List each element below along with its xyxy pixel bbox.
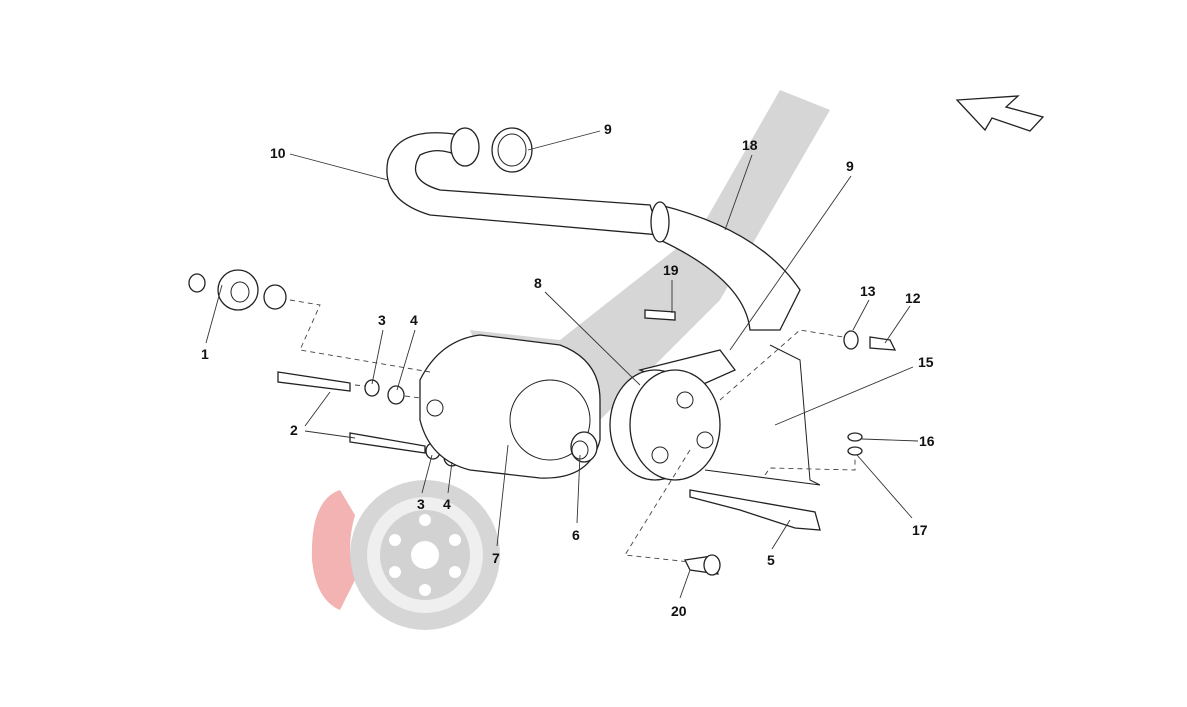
hose-10 <box>386 127 801 331</box>
arrow-icon <box>955 95 1045 132</box>
alternator-7 <box>419 334 601 479</box>
callout-15: 15 <box>918 354 934 370</box>
callout-labels: 1 2 3 4 3 4 5 6 7 8 9 9 10 12 13 15 16 1… <box>201 121 935 619</box>
callout-5: 5 <box>767 552 775 568</box>
callout-6: 6 <box>572 527 580 543</box>
pulley-1 <box>188 269 287 311</box>
callout-13: 13 <box>860 283 876 299</box>
callout-3-bottom: 3 <box>417 496 425 512</box>
callout-12: 12 <box>905 290 921 306</box>
callout-17: 17 <box>912 522 928 538</box>
callout-20: 20 <box>671 603 687 619</box>
callout-4-top: 4 <box>410 312 418 328</box>
oil-cooler-8 <box>609 349 737 481</box>
callout-9-top: 9 <box>604 121 612 137</box>
callout-9-right: 9 <box>846 158 854 174</box>
callout-18: 18 <box>742 137 758 153</box>
leader-lines <box>205 130 919 599</box>
callout-16: 16 <box>919 433 935 449</box>
callout-3-top: 3 <box>378 312 386 328</box>
callout-2: 2 <box>290 422 298 438</box>
callout-8: 8 <box>534 275 542 291</box>
callout-7: 7 <box>492 550 500 566</box>
callout-1: 1 <box>201 346 209 362</box>
callout-10: 10 <box>270 145 286 161</box>
callout-4-bottom: 4 <box>443 496 451 512</box>
callout-19: 19 <box>663 262 679 278</box>
